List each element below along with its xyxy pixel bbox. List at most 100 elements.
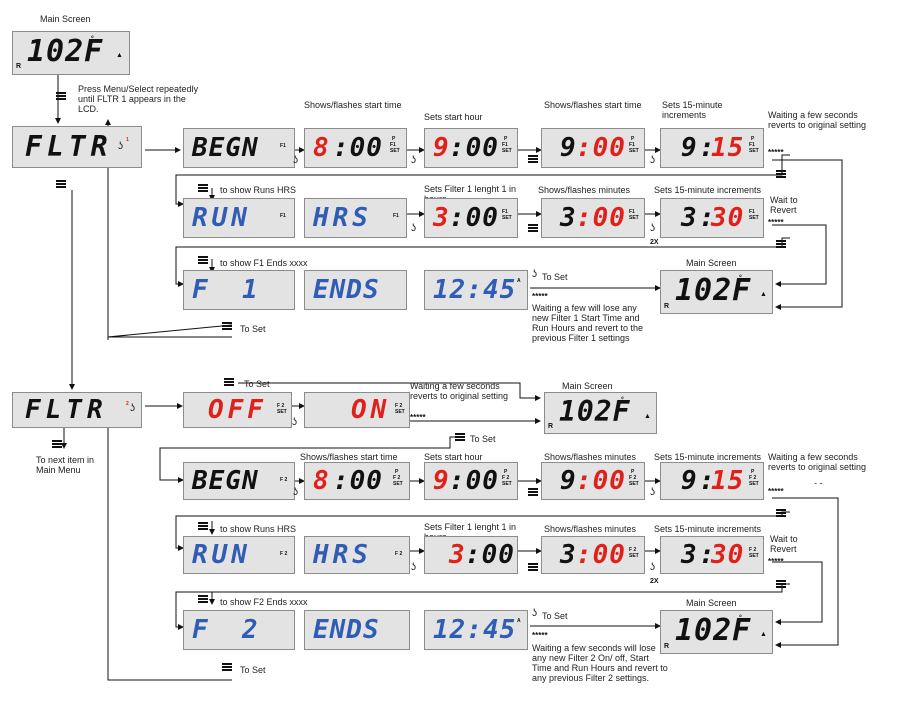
arrow-up-icon: ▲	[760, 291, 767, 298]
lcd-fltr1: FLTR 1	[12, 126, 142, 168]
lcd-800-2: 8 :00 P F 2 SET	[304, 462, 410, 500]
p-indicator: P	[751, 469, 755, 475]
arrow-up-icon: ▲	[644, 413, 651, 420]
lcd-900-4: 9 :00 P F 2 SET	[541, 462, 645, 500]
jet-button-icon[interactable]: ʖ	[293, 155, 298, 166]
lcd-main-screen-1: 102F ° R ▲	[660, 270, 773, 314]
lcd-900-min-2: :00	[576, 133, 626, 163]
set-indicator: SET	[749, 481, 759, 487]
f1-indicator: F1	[629, 209, 635, 215]
lcd-300-1: 3 :00 F1 SET	[424, 198, 518, 238]
lcd-330-colon: :	[699, 203, 716, 233]
menu-icon[interactable]	[56, 92, 66, 100]
stars: *****	[532, 292, 548, 301]
jet-button-icon[interactable]: ʖ	[411, 223, 416, 234]
menu-icon[interactable]	[528, 224, 538, 232]
jet-button-icon[interactable]: ʖ	[650, 562, 655, 573]
menu-icon[interactable]	[222, 663, 232, 671]
f2-indicator: F 2	[395, 403, 403, 409]
lcd-800-min: :00	[333, 133, 383, 163]
set-indicator: SET	[502, 215, 512, 221]
jet-button-icon[interactable]: ʖ	[292, 417, 297, 428]
arrow-up-icon: ▲	[760, 631, 767, 638]
jet-button-icon[interactable]: ʖ	[411, 562, 416, 573]
label-wait-to-revert: Wait to Revert	[770, 195, 798, 215]
f1-indicator: F1	[502, 142, 508, 148]
lcd-915-min: 15	[711, 466, 745, 496]
lcd-300-2: 3 :00 F1 SET	[541, 198, 645, 238]
lcd-ends-1: ENDS	[304, 270, 407, 310]
label-waiting-reverts-3: Waiting a few seconds reverts to origina…	[768, 452, 867, 472]
label-waiting-reverts-2: Waiting a few seconds reverts to origina…	[410, 381, 509, 401]
jet-button-icon[interactable]: ʖ	[411, 155, 416, 166]
menu-icon[interactable]	[52, 440, 62, 448]
menu-icon[interactable]	[56, 180, 66, 188]
p-indicator: P	[395, 469, 399, 475]
lcd-900-3: 9 :00 P F 2 SET	[424, 462, 518, 500]
lcd-900-hour: 9	[433, 466, 450, 496]
lcd-1245-1: 12:45 A	[424, 270, 528, 310]
lcd-800-1: 8 :00 P F1 SET	[304, 128, 407, 168]
lcd-temperature: 102F	[27, 34, 104, 69]
lcd-900-1: 9 :00 P F1 SET	[424, 128, 518, 168]
menu-icon[interactable]	[776, 509, 786, 517]
f2-indicator: F 2	[280, 477, 288, 483]
p-indicator: P	[392, 136, 396, 142]
lcd-run-text: RUN	[192, 540, 251, 570]
lcd-900-2: 9 :00 P F1 SET	[541, 128, 645, 168]
set-indicator: SET	[502, 481, 512, 487]
menu-icon[interactable]	[198, 595, 208, 603]
jet-button-icon[interactable]: ʖ	[650, 223, 655, 234]
label-sets-15-min-3: Sets 15-minute increments	[654, 452, 762, 462]
jet-button-icon[interactable]: ʖ	[130, 403, 135, 414]
lcd-fltr1-text: FLTR	[25, 130, 113, 163]
menu-icon[interactable]	[224, 378, 234, 386]
set-indicator: SET	[629, 481, 639, 487]
menu-icon[interactable]	[198, 184, 208, 192]
menu-icon[interactable]	[455, 433, 465, 441]
lcd-300-hour-2: 3	[560, 203, 577, 233]
f2-indicator: F 2	[749, 547, 757, 553]
label-shows-flashes-minutes-3: Shows/flashes minutes	[544, 524, 637, 534]
r-indicator: R	[664, 643, 670, 650]
menu-icon[interactable]	[776, 580, 786, 588]
f2-indicator: F 2	[629, 547, 637, 553]
label-sets-15-min-2: Sets 15-minute increments	[654, 185, 762, 195]
lcd-300-min: :00	[449, 203, 499, 233]
p-indicator: P	[631, 136, 635, 142]
lcd-ends-text: ENDS	[313, 275, 380, 305]
lcd-330: 3 : 30 F1 SET	[660, 198, 764, 238]
menu-icon[interactable]	[198, 522, 208, 530]
label-main-screen-3: Main Screen	[686, 598, 737, 608]
stars: *****	[768, 487, 784, 496]
jet-button-icon[interactable]: ʖ	[532, 269, 537, 280]
lcd-f1-text: F 1	[192, 275, 259, 305]
jet-button-icon[interactable]: ʖ	[650, 155, 655, 166]
jet-button-icon[interactable]: ʖ	[532, 608, 537, 619]
label-to-set-5: To Set	[542, 611, 568, 621]
lcd-run-2: RUN F 2	[183, 536, 295, 574]
jet-button-icon[interactable]: ʖ	[650, 487, 655, 498]
menu-icon[interactable]	[528, 488, 538, 496]
menu-icon[interactable]	[776, 170, 786, 178]
lcd-begn-1: BEGN F1	[183, 128, 295, 168]
lcd-main-screen-top: 102F ° R ▲	[12, 31, 130, 75]
jet-button-icon[interactable]: ʖ	[293, 487, 298, 498]
label-shows-flashes-start: Shows/flashes start time	[304, 100, 402, 110]
lcd-300-hour: 3	[449, 540, 466, 570]
stars: *****	[768, 218, 784, 227]
menu-icon[interactable]	[528, 563, 538, 571]
jet-button-icon[interactable]: ʖ	[118, 141, 123, 152]
a-indicator: A	[517, 278, 521, 284]
label-lose-f2: Waiting a few seconds will lose any new …	[532, 643, 668, 683]
lcd-hrs-text: HRS	[313, 540, 372, 570]
menu-icon[interactable]	[222, 322, 232, 330]
f1-indicator: F1	[280, 143, 286, 149]
menu-icon[interactable]	[198, 256, 208, 264]
lcd-run-text: RUN	[192, 203, 251, 233]
menu-icon[interactable]	[528, 155, 538, 163]
menu-icon[interactable]	[776, 240, 786, 248]
set-indicator: SET	[390, 148, 400, 154]
r-indicator: R	[548, 423, 554, 430]
set-indicator: SET	[629, 553, 639, 559]
